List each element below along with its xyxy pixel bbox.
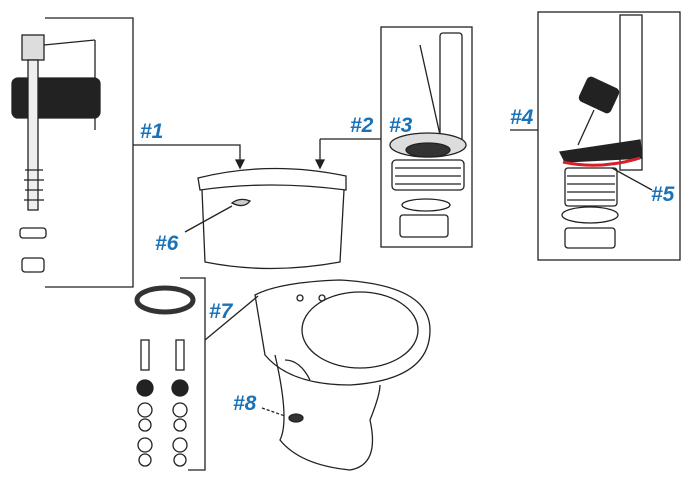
p6-leader	[184, 205, 233, 233]
tank-bolt-kit	[134, 285, 196, 467]
flush-valve-assembly	[559, 14, 643, 249]
toilet	[197, 167, 431, 471]
flapper-assembly	[389, 32, 467, 238]
label-part-7: #7	[209, 300, 233, 323]
label-part-2: #2	[350, 114, 374, 137]
label-part-8: #8	[233, 392, 257, 415]
p8-leader	[261, 407, 286, 417]
fill-valve-bracket	[45, 17, 246, 288]
label-part-3: #3	[389, 114, 413, 137]
flapper-box	[380, 26, 473, 248]
p5-leader	[611, 167, 653, 191]
label-part-4: #4	[510, 106, 534, 129]
label-part-1: #1	[140, 120, 164, 143]
label-part-5: #5	[651, 183, 675, 206]
flush-valve-leader	[314, 138, 381, 170]
fill-valve	[11, 34, 101, 273]
bolts-bracket	[180, 277, 206, 471]
flush-valve-box	[537, 11, 681, 261]
label-part-6: #6	[155, 232, 179, 255]
p7-leader	[204, 295, 259, 341]
